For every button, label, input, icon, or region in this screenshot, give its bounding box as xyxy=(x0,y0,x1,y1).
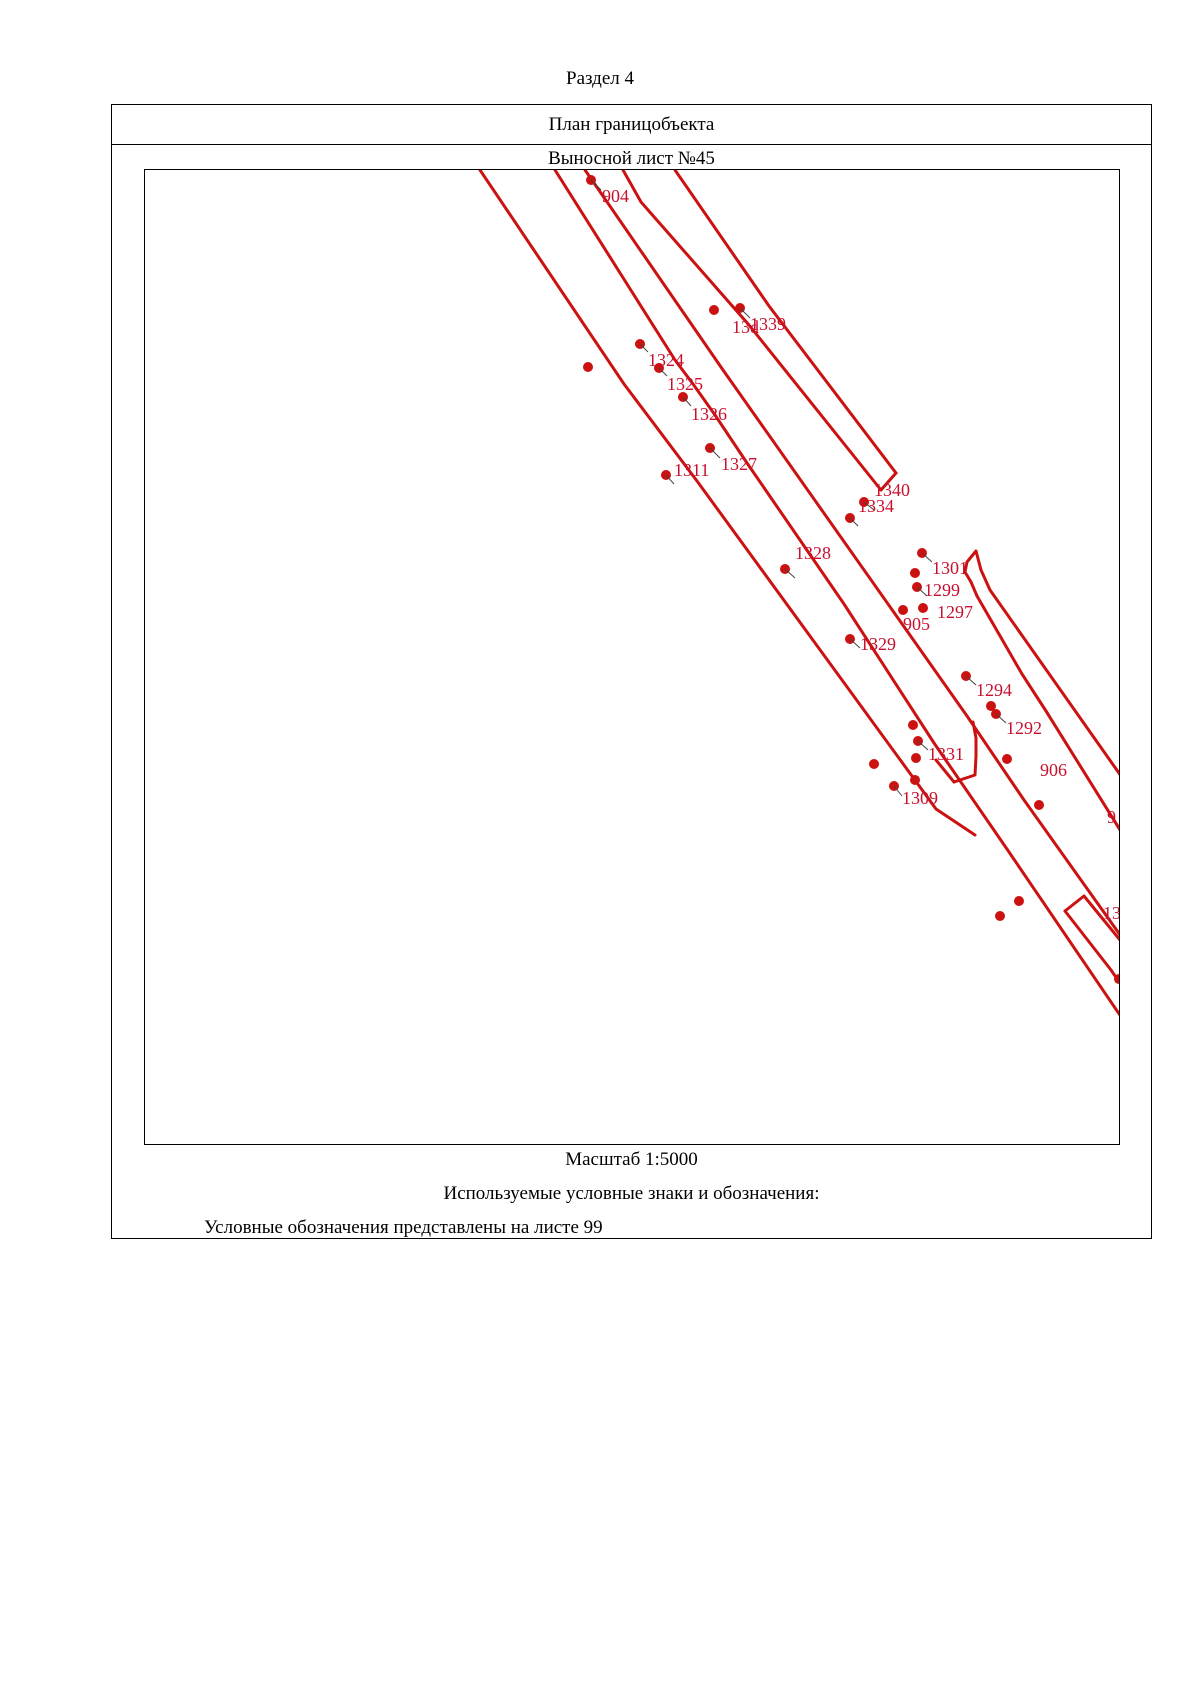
point-label: 1311 xyxy=(674,460,709,480)
boundary-line xyxy=(553,170,1119,1017)
boundary-point xyxy=(910,775,920,785)
point-label: 905 xyxy=(903,614,930,634)
label-leader xyxy=(739,307,751,319)
label-leader xyxy=(665,474,675,485)
label-leader xyxy=(658,367,668,377)
boundary-point xyxy=(1114,974,1119,984)
boundary-point xyxy=(908,720,918,730)
label-leader xyxy=(893,785,903,797)
boundary-points xyxy=(583,175,1119,984)
point-label: 1309 xyxy=(902,788,938,808)
label-leader xyxy=(849,517,859,527)
sheet-title: Выносной лист №45 xyxy=(548,148,715,169)
point-label: 1324 xyxy=(648,350,684,370)
boundary-line xyxy=(975,594,1119,832)
point-label: 1328 xyxy=(795,543,831,563)
section-title: Раздел 4 xyxy=(566,68,634,89)
label-leader xyxy=(784,568,796,579)
boundary-line xyxy=(1063,894,1119,942)
boundary-point xyxy=(910,568,920,578)
label-leader xyxy=(995,713,1007,724)
boundary-line xyxy=(952,720,978,784)
label-leader xyxy=(863,501,875,511)
point-label: 1331 xyxy=(928,744,964,764)
map-scale: Масштаб 1:5000 xyxy=(565,1149,698,1170)
boundary-point xyxy=(995,911,1005,921)
point-label: 906 xyxy=(1040,760,1067,780)
legend-heading: Используемые условные знаки и обозначени… xyxy=(443,1183,820,1204)
boundary-point xyxy=(1002,754,1012,764)
label-leader xyxy=(682,396,692,407)
legend-note: Условные обозначения представлены на лис… xyxy=(204,1217,603,1238)
point-label: 1299 xyxy=(924,580,960,600)
label-leader xyxy=(921,552,933,563)
boundary-line xyxy=(673,170,898,475)
boundary-line xyxy=(1063,909,1119,985)
point-label: 1301 xyxy=(932,558,968,578)
boundary-point xyxy=(869,759,879,769)
boundary-line xyxy=(621,170,883,492)
label-leader xyxy=(965,675,977,686)
label-leader xyxy=(639,343,649,353)
boundary-map-drawing: 904 1339 1324 1325 1326 1327 1311 1340 1… xyxy=(478,170,1120,1017)
label-leader xyxy=(590,179,602,191)
boundary-point xyxy=(1034,800,1044,810)
point-label-leaders xyxy=(590,179,1007,797)
boundary-point xyxy=(986,701,996,711)
boundary-line xyxy=(879,471,898,492)
point-labels: 904 1339 1324 1325 1326 1327 1311 1340 1… xyxy=(602,186,1120,923)
point-label: 1334 xyxy=(858,496,894,516)
label-leader xyxy=(849,638,861,649)
plan-frame: План границобъекта Выносной лист №45 xyxy=(111,104,1152,1239)
point-label-partial: 13 xyxy=(1103,903,1120,923)
label-leader xyxy=(916,586,928,597)
point-label: 1329 xyxy=(860,634,896,654)
point-label: 904 xyxy=(602,186,629,206)
boundary-map: 904 1339 1324 1325 1326 1327 1311 1340 1… xyxy=(144,169,1120,1145)
boundary-line xyxy=(934,758,956,784)
point-label-partial: 9 xyxy=(1107,807,1116,827)
point-label: 1340 xyxy=(874,480,910,500)
point-label: 1326 xyxy=(691,404,727,424)
boundary-lines xyxy=(478,170,1119,1017)
point-label: 1294 xyxy=(976,680,1012,700)
label-leader xyxy=(709,447,721,459)
boundary-point xyxy=(1014,896,1024,906)
point-label-partial: 13d xyxy=(732,317,759,337)
point-label: 1327 xyxy=(721,454,757,474)
boundary-line xyxy=(478,170,977,837)
boundary-line xyxy=(963,549,983,598)
boundary-point xyxy=(911,753,921,763)
point-label: 1325 xyxy=(667,374,703,394)
boundary-point xyxy=(709,305,719,315)
boundary-line xyxy=(979,568,1119,776)
label-leader xyxy=(917,740,929,751)
plan-title: План границобъекта xyxy=(112,105,1151,145)
point-label: 1339 xyxy=(750,314,786,334)
boundary-point xyxy=(583,362,593,372)
point-label: 1292 xyxy=(1006,718,1042,738)
boundary-line xyxy=(583,170,1119,937)
boundary-point xyxy=(918,603,928,613)
boundary-point xyxy=(898,605,908,615)
point-label: 1297 xyxy=(937,602,973,622)
